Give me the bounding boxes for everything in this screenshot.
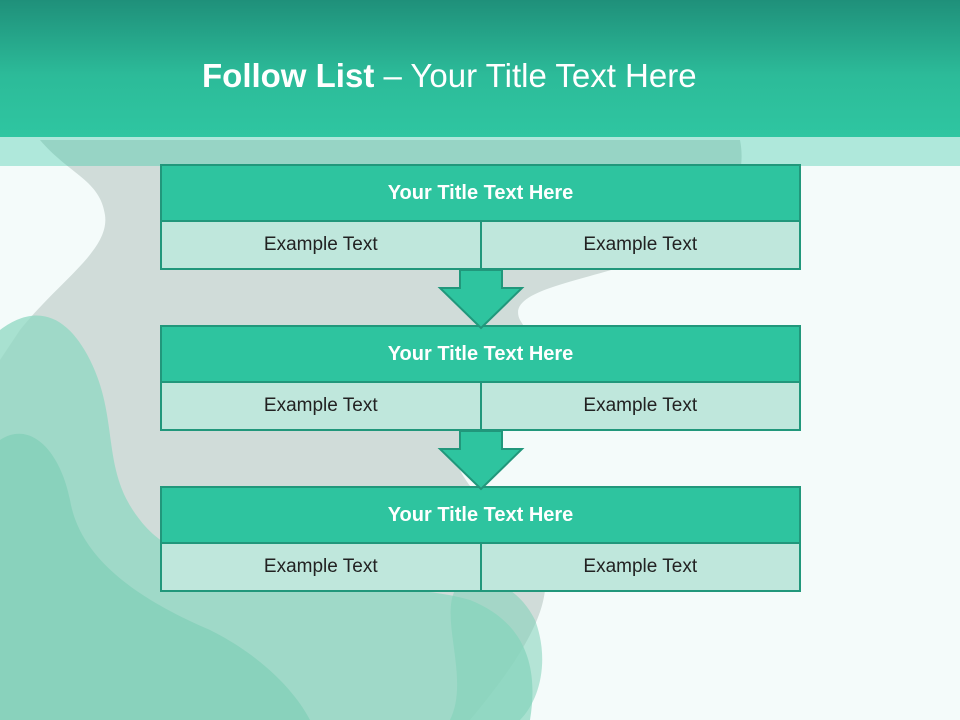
block-row: Example Text Example Text: [160, 542, 801, 592]
page-title: Follow List – Your Title Text Here: [202, 56, 697, 96]
block-title: Your Title Text Here: [160, 486, 801, 542]
block-cell-right: Example Text: [479, 544, 799, 590]
header-accent-strip: [0, 137, 960, 166]
down-arrow-icon: [437, 431, 525, 491]
block-cell-right: Example Text: [479, 383, 799, 429]
list-block-1: Your Title Text Here Example Text Exampl…: [160, 164, 801, 270]
header-bar: [0, 0, 960, 137]
block-title: Your Title Text Here: [160, 325, 801, 381]
block-cell-right: Example Text: [479, 222, 799, 268]
block-row: Example Text Example Text: [160, 381, 801, 431]
title-bold: Follow List: [202, 57, 375, 94]
down-arrow-icon: [437, 270, 525, 330]
block-cell-left: Example Text: [162, 383, 480, 429]
block-row: Example Text Example Text: [160, 220, 801, 270]
title-subtitle: – Your Title Text Here: [383, 57, 697, 94]
block-title: Your Title Text Here: [160, 164, 801, 220]
list-block-2: Your Title Text Here Example Text Exampl…: [160, 325, 801, 431]
block-cell-left: Example Text: [162, 222, 480, 268]
list-block-3: Your Title Text Here Example Text Exampl…: [160, 486, 801, 592]
block-cell-left: Example Text: [162, 544, 480, 590]
